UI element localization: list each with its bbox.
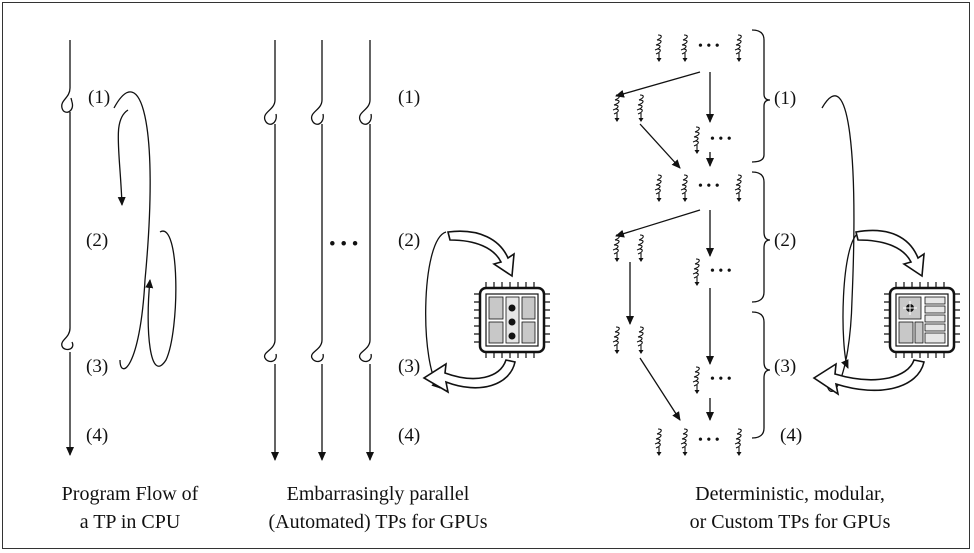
panel-caption-line1: Embarrasingly parallel — [287, 483, 470, 505]
curved-transfer-arrow-icon — [855, 229, 925, 278]
thread-icons — [612, 34, 743, 457]
gpu-chip-icon — [474, 282, 550, 358]
ellipsis-dots: • • • • • • • • • • • • • • • • • • — [698, 39, 732, 448]
loop-arrow-2 — [145, 230, 177, 367]
step-label: (3) — [86, 356, 108, 377]
loop-arrow-icon — [425, 231, 447, 389]
panel-modular: • • • • • • • • • • • • • • • • • • (1) — [612, 29, 960, 533]
step-label: (3) — [398, 356, 420, 377]
curved-transfer-arrow-icon — [447, 230, 515, 278]
parallel-thread-lines — [263, 40, 372, 460]
loop-arrow-large — [821, 95, 855, 392]
panel-parallel: • • • (1) (2) (3) (4) — [263, 40, 550, 533]
step-label: (1) — [88, 87, 110, 108]
flow-arrows — [615, 71, 714, 421]
gpu-chip-icon — [884, 282, 960, 358]
ellipsis: • • • — [329, 234, 358, 255]
curved-transfer-arrow-icon — [812, 359, 925, 396]
panel-caption-line2: a TP in CPU — [80, 511, 181, 533]
curved-transfer-arrow-icon — [422, 359, 516, 394]
svg-text:• • •: • • • — [710, 372, 732, 387]
loop-arrow-large — [113, 91, 151, 370]
stage-brackets — [751, 29, 771, 439]
step-label: (1) — [774, 88, 796, 109]
step-label: (4) — [780, 425, 802, 446]
step-label: (4) — [398, 425, 420, 446]
svg-text:• • •: • • • — [710, 132, 732, 147]
step-label: (1) — [398, 87, 420, 108]
panel-caption-line1: Program Flow of — [62, 483, 199, 505]
panel-cpu: (1) (2) (3) (4) Program Flow of a TP in … — [62, 40, 199, 533]
step-label: (3) — [774, 356, 796, 377]
program-flow-line — [62, 40, 73, 455]
svg-text:• • •: • • • — [698, 179, 720, 194]
step-label: (2) — [86, 230, 108, 251]
panel-caption-line2: or Custom TPs for GPUs — [690, 511, 891, 533]
panel-caption-line1: Deterministic, modular, — [695, 483, 885, 505]
svg-text:• • •: • • • — [698, 39, 720, 54]
svg-text:• • •: • • • — [710, 264, 732, 279]
panel-caption-line2: (Automated) TPs for GPUs — [268, 511, 487, 533]
loop-arrow-1 — [117, 109, 129, 206]
loop-arrow-small — [841, 231, 861, 369]
step-label: (4) — [86, 425, 108, 446]
step-label: (2) — [774, 230, 796, 251]
step-label: (2) — [398, 230, 420, 251]
svg-text:• • •: • • • — [698, 433, 720, 448]
